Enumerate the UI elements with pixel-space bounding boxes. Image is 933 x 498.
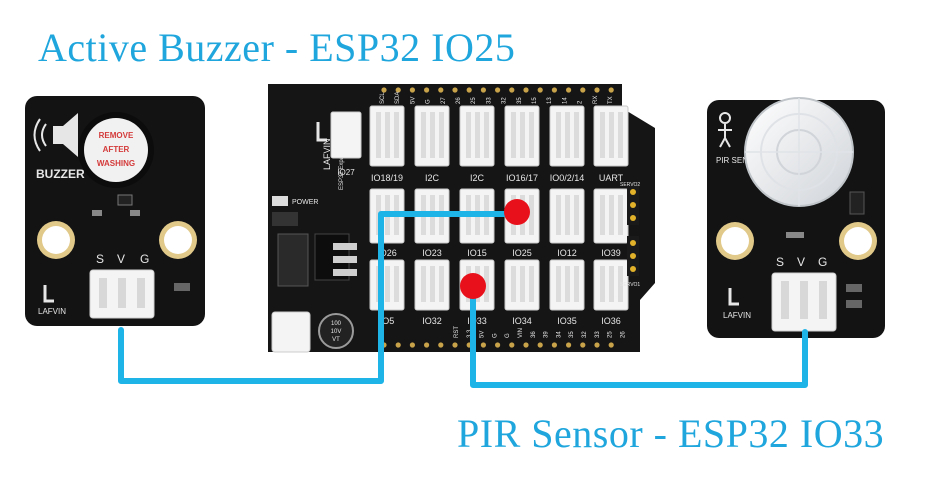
header-top-label-2: 5V bbox=[410, 97, 416, 104]
label-top-row-4: IO0/2/14 bbox=[550, 173, 585, 183]
buzzer-pin-s: S bbox=[96, 252, 104, 266]
pir-pin-s: S bbox=[776, 255, 784, 269]
buzzer-pin-v: V bbox=[117, 252, 125, 266]
header-top-label-3: G bbox=[426, 99, 432, 104]
header-top-label-8: 32 bbox=[502, 97, 508, 104]
label-mid-row-2: IO15 bbox=[467, 248, 487, 258]
header-bottom-label-2: 5V bbox=[480, 331, 486, 338]
header-bottom-label-9: 35 bbox=[569, 331, 575, 338]
sticker-line-1: REMOVE bbox=[99, 131, 134, 140]
label-bot-row-5: IO36 bbox=[601, 316, 621, 326]
header-top-label-12: 14 bbox=[562, 97, 568, 104]
header-top-label-4: 27 bbox=[441, 97, 447, 104]
label-top-row-3: IO16/17 bbox=[506, 173, 538, 183]
svg-text:100: 100 bbox=[331, 321, 342, 327]
label-bot-row-3: IO34 bbox=[512, 316, 532, 326]
marker-io25 bbox=[504, 199, 530, 225]
buzzer-label: BUZZER bbox=[36, 167, 85, 181]
buzzer-pin-g: G bbox=[140, 252, 149, 266]
sticker-line-2: AFTER bbox=[103, 145, 130, 154]
svg-text:LAFVIN: LAFVIN bbox=[38, 307, 66, 316]
header-top-label-10: 15 bbox=[532, 97, 538, 104]
svg-text:LAFVIN: LAFVIN bbox=[723, 311, 751, 320]
header-top-label-7: 33 bbox=[486, 97, 492, 104]
label-top-row-0: IO18/19 bbox=[371, 173, 403, 183]
buzzer-module: BUZZER REMOVE AFTER WASHING S V G LAFVIN bbox=[25, 96, 205, 326]
header-bottom-label-12: 25 bbox=[608, 331, 614, 338]
header-bottom-label-8: 34 bbox=[556, 331, 562, 338]
pir-pin-g: G bbox=[818, 255, 827, 269]
power-input-connector bbox=[272, 312, 310, 352]
header-bottom-label-5: VIN bbox=[518, 328, 524, 338]
connector-io27 bbox=[331, 112, 361, 158]
header-top-label-6: 25 bbox=[471, 97, 477, 104]
header-bottom-label-10: 32 bbox=[582, 331, 588, 338]
label-bot-row-4: IO35 bbox=[557, 316, 577, 326]
buzzer-component: REMOVE AFTER WASHING bbox=[78, 112, 154, 188]
svg-text:10V: 10V bbox=[331, 329, 342, 335]
label-mid-row-1: IO23 bbox=[422, 248, 442, 258]
header-top-label-11: 13 bbox=[547, 97, 553, 104]
header-bottom-label-3: G bbox=[492, 333, 498, 338]
pir-pin-v: V bbox=[797, 255, 805, 269]
header-top-label-1: SDA bbox=[395, 92, 401, 104]
power-label: POWER bbox=[292, 199, 318, 206]
pir-module: PIR SENSOR S V G LAFVIN bbox=[707, 98, 885, 338]
label-mid-row-4: IO12 bbox=[557, 248, 577, 258]
header-top-label-14: RX bbox=[593, 96, 599, 104]
sticker-line-3: WASHING bbox=[97, 159, 135, 168]
label-bot-row-1: IO32 bbox=[422, 316, 442, 326]
pir-dome bbox=[745, 98, 853, 206]
label-mid-row-3: IO25 bbox=[512, 248, 532, 258]
header-bottom-label-13: 26 bbox=[620, 331, 626, 338]
electrolytic-capacitor: 100 10V VT bbox=[319, 314, 353, 348]
header-top-label-15: TX bbox=[608, 96, 614, 104]
servo1-label: SERVO1 bbox=[620, 282, 640, 288]
header-top-label-5: 26 bbox=[456, 97, 462, 104]
header-bottom-label-4: G bbox=[505, 333, 511, 338]
header-bottom-label-0: RST bbox=[454, 326, 460, 338]
marker-io33 bbox=[460, 273, 486, 299]
servo2-label: SERVO2 bbox=[620, 182, 640, 188]
label-mid-row-5: IO39 bbox=[601, 248, 621, 258]
header-top-label-9: 35 bbox=[517, 97, 523, 104]
label-top-row-2: I2C bbox=[470, 173, 485, 183]
svg-text:VT: VT bbox=[332, 337, 340, 343]
header-bottom-label-6: 36 bbox=[531, 331, 537, 338]
power-switch bbox=[272, 196, 288, 206]
header-top-label-0: SCL bbox=[380, 92, 386, 104]
header-bottom-label-11: 33 bbox=[595, 331, 601, 338]
label-top-row-1: I2C bbox=[425, 173, 440, 183]
label-io27: IO27 bbox=[337, 168, 355, 177]
header-bottom-label-7: 39 bbox=[544, 331, 550, 338]
